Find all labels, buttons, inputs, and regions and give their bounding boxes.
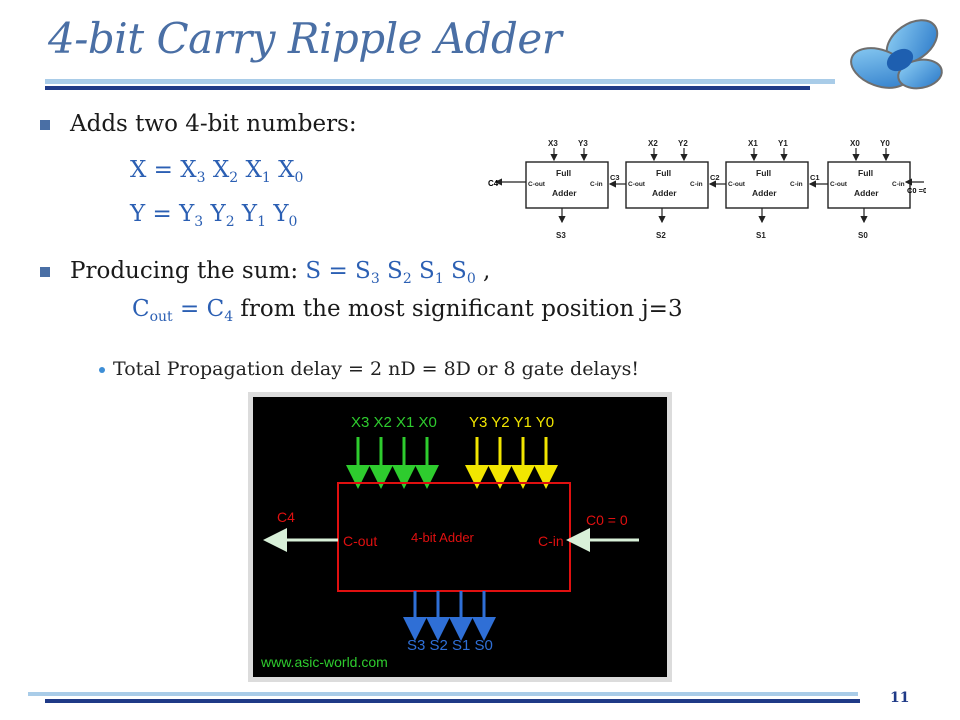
sum-output-label: S1	[756, 231, 766, 240]
bullet-adds-numbers: Adds two 4-bit numbers:	[40, 111, 357, 137]
full-adder-block	[827, 161, 911, 209]
full-adder-name: Full	[858, 168, 873, 178]
title-rule-light	[45, 79, 835, 84]
full-adder-cout: C-out	[628, 181, 646, 188]
sum-output-label: S2	[656, 231, 666, 240]
x-input-label: X2	[648, 139, 658, 148]
cout-line: Cout = C4 from the most significant posi…	[132, 296, 683, 325]
blue-petal-logo-icon	[850, 19, 943, 90]
carry-out-label: C4	[488, 179, 499, 188]
y-input-label: Y0	[880, 139, 890, 148]
square-bullet-icon	[40, 267, 50, 277]
page-number: 11	[890, 690, 910, 706]
y-input-label: Y2	[678, 139, 688, 148]
full-adder-cout: C-out	[830, 181, 848, 188]
slide-title: 4-bit Carry Ripple Adder	[48, 14, 562, 63]
carry-label: C3	[610, 173, 620, 182]
full-adder-name: Adder	[854, 188, 879, 198]
watermark-text: www.asic-world.com	[260, 654, 388, 670]
sub-bullet-delay: Total Propagation delay = 2 nD = 8D or 8…	[99, 358, 639, 380]
full-adder-block	[625, 161, 709, 209]
x-input-label: X1	[748, 139, 758, 148]
four-bit-adder-figure: X3 X2 X1 X0 Y3 Y2 Y1 Y0 4-bit Adder C-ou…	[248, 392, 672, 682]
x-input-label: X0	[850, 139, 860, 148]
sum-equation: S = S3 S2 S1 S0	[305, 258, 476, 287]
full-adder-block	[725, 161, 809, 209]
cout-port-label: C-out	[343, 533, 377, 549]
footer-rule-light	[28, 692, 858, 696]
s-outputs-label: S3 S2 S1 S0	[407, 637, 493, 654]
bullet-text: Adds two 4-bit numbers:	[70, 111, 357, 137]
carry-in-label: C0 =0	[907, 186, 926, 195]
y-inputs-label: Y3 Y2 Y1 Y0	[469, 414, 554, 431]
full-adder-cout: C-out	[528, 181, 546, 188]
square-bullet-icon	[40, 120, 50, 130]
cin-port-label: C-in	[538, 533, 564, 549]
title-rule-dark	[45, 86, 810, 90]
dot-bullet-icon	[99, 367, 105, 373]
sum-output-label: S0	[858, 231, 868, 240]
full-adder-name: Full	[556, 168, 571, 178]
full-adder-name: Full	[756, 168, 771, 178]
x-input-label: X3	[548, 139, 558, 148]
c0-label: C0 = 0	[586, 512, 628, 528]
carry-label: C1	[810, 173, 820, 182]
full-adder-cin: C-in	[790, 181, 803, 188]
adder-label: 4-bit Adder	[411, 530, 475, 545]
y-input-label: Y1	[778, 139, 788, 148]
full-adder-cout: C-out	[728, 181, 746, 188]
full-adder-name: Adder	[552, 188, 577, 198]
full-adder-name: Adder	[752, 188, 777, 198]
carry-label: C2	[710, 173, 720, 182]
full-adder-name: Adder	[652, 188, 677, 198]
full-adder-block	[525, 161, 609, 209]
x-inputs-label: X3 X2 X1 X0	[351, 414, 437, 431]
y-input-label: Y3	[578, 139, 588, 148]
full-adder-cin: C-in	[892, 181, 905, 188]
footer-rule-dark	[45, 699, 860, 703]
full-adder-cin: C-in	[690, 181, 703, 188]
bullet-producing-sum: Producing the sum: S = S3 S2 S1 S0 ,	[40, 258, 490, 287]
c4-label: C4	[277, 509, 295, 525]
full-adder-cin: C-in	[590, 181, 603, 188]
sum-output-label: S3	[556, 231, 566, 240]
equation-y: Y = Y3 Y2 Y1 Y0	[130, 201, 298, 230]
full-adder-name: Full	[656, 168, 671, 178]
equation-x: X = X3 X2 X1 X0	[130, 157, 304, 186]
cout-equation: Cout = C4	[132, 296, 234, 325]
